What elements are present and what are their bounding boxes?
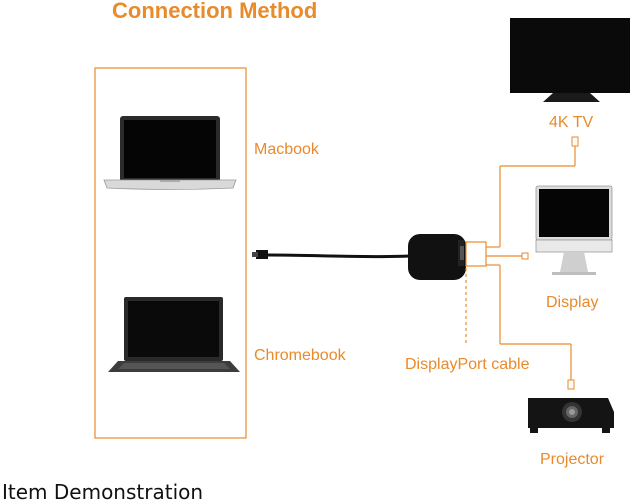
macbook-label: Macbook [254,141,319,158]
image-caption: Item Demonstration [2,480,204,504]
display-label: Display [546,294,599,311]
diagram-title: Connection Method [112,0,318,23]
macbook-illustration [103,116,237,190]
displayport-cable-label: DisplayPort cable [405,356,530,373]
connector-ends [521,136,579,390]
adapter-cable [252,234,466,280]
tv-illustration [510,18,630,102]
connection-lines [465,145,576,380]
chromebook-label: Chromebook [254,347,346,364]
projector-label: Projector [540,451,605,468]
source-devices-box [94,67,247,439]
chromebook-illustration [108,297,240,372]
projector-illustration [528,398,614,433]
tv-label: 4K TV [549,114,594,131]
display-illustration [535,185,613,275]
